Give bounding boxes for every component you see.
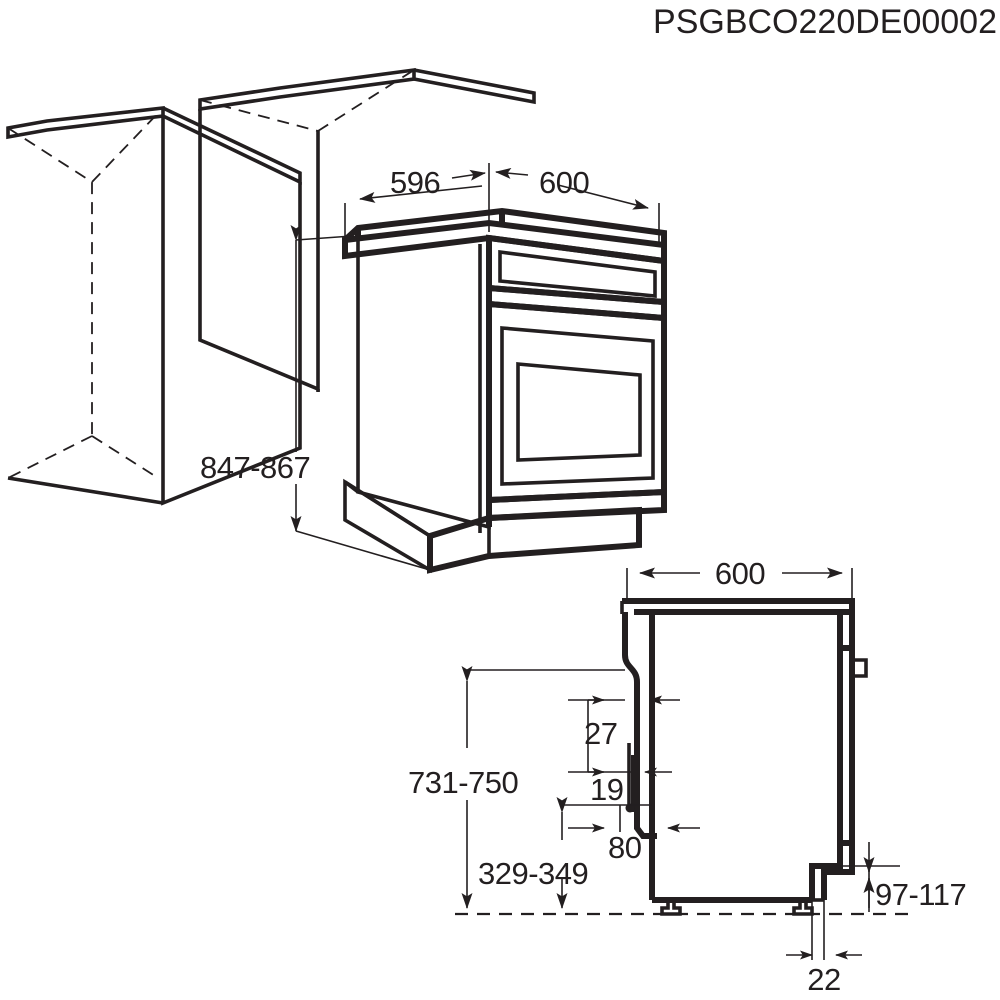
dim-847-867-label: 847-867 xyxy=(200,450,310,485)
dim-97-117-label: 97-117 xyxy=(875,877,966,912)
side-depth-dimension: 600 xyxy=(626,556,853,600)
dim-329-349-label: 329-349 xyxy=(478,856,588,891)
cabinet-right-view xyxy=(198,67,536,392)
dim-side-600-label: 600 xyxy=(715,556,765,591)
cooker-side-view xyxy=(455,598,915,916)
dim-80-label: 80 xyxy=(608,830,642,865)
dim-22-label: 22 xyxy=(807,962,840,997)
dim-27-label: 27 xyxy=(584,716,617,751)
dim-596-label: 596 xyxy=(390,165,440,200)
cooker-isometric-view xyxy=(342,207,667,574)
drawing-title: PSGBCO220DE00002 xyxy=(653,3,997,41)
dim-600-label: 600 xyxy=(539,165,589,200)
side-rear-dimensions: 97-117 22 xyxy=(786,842,967,997)
side-height-dimensions: 731-750 329-349 xyxy=(408,666,625,909)
dim-731-750-label: 731-750 xyxy=(408,765,519,800)
iso-width-dimensions: 596 600 xyxy=(344,163,660,245)
cabinet-left-view xyxy=(6,105,302,506)
dim-19-label: 19 xyxy=(590,772,623,807)
side-handle-dimensions: 27 19 80 xyxy=(562,695,700,865)
iso-height-dimension: 847-867 xyxy=(200,225,431,571)
